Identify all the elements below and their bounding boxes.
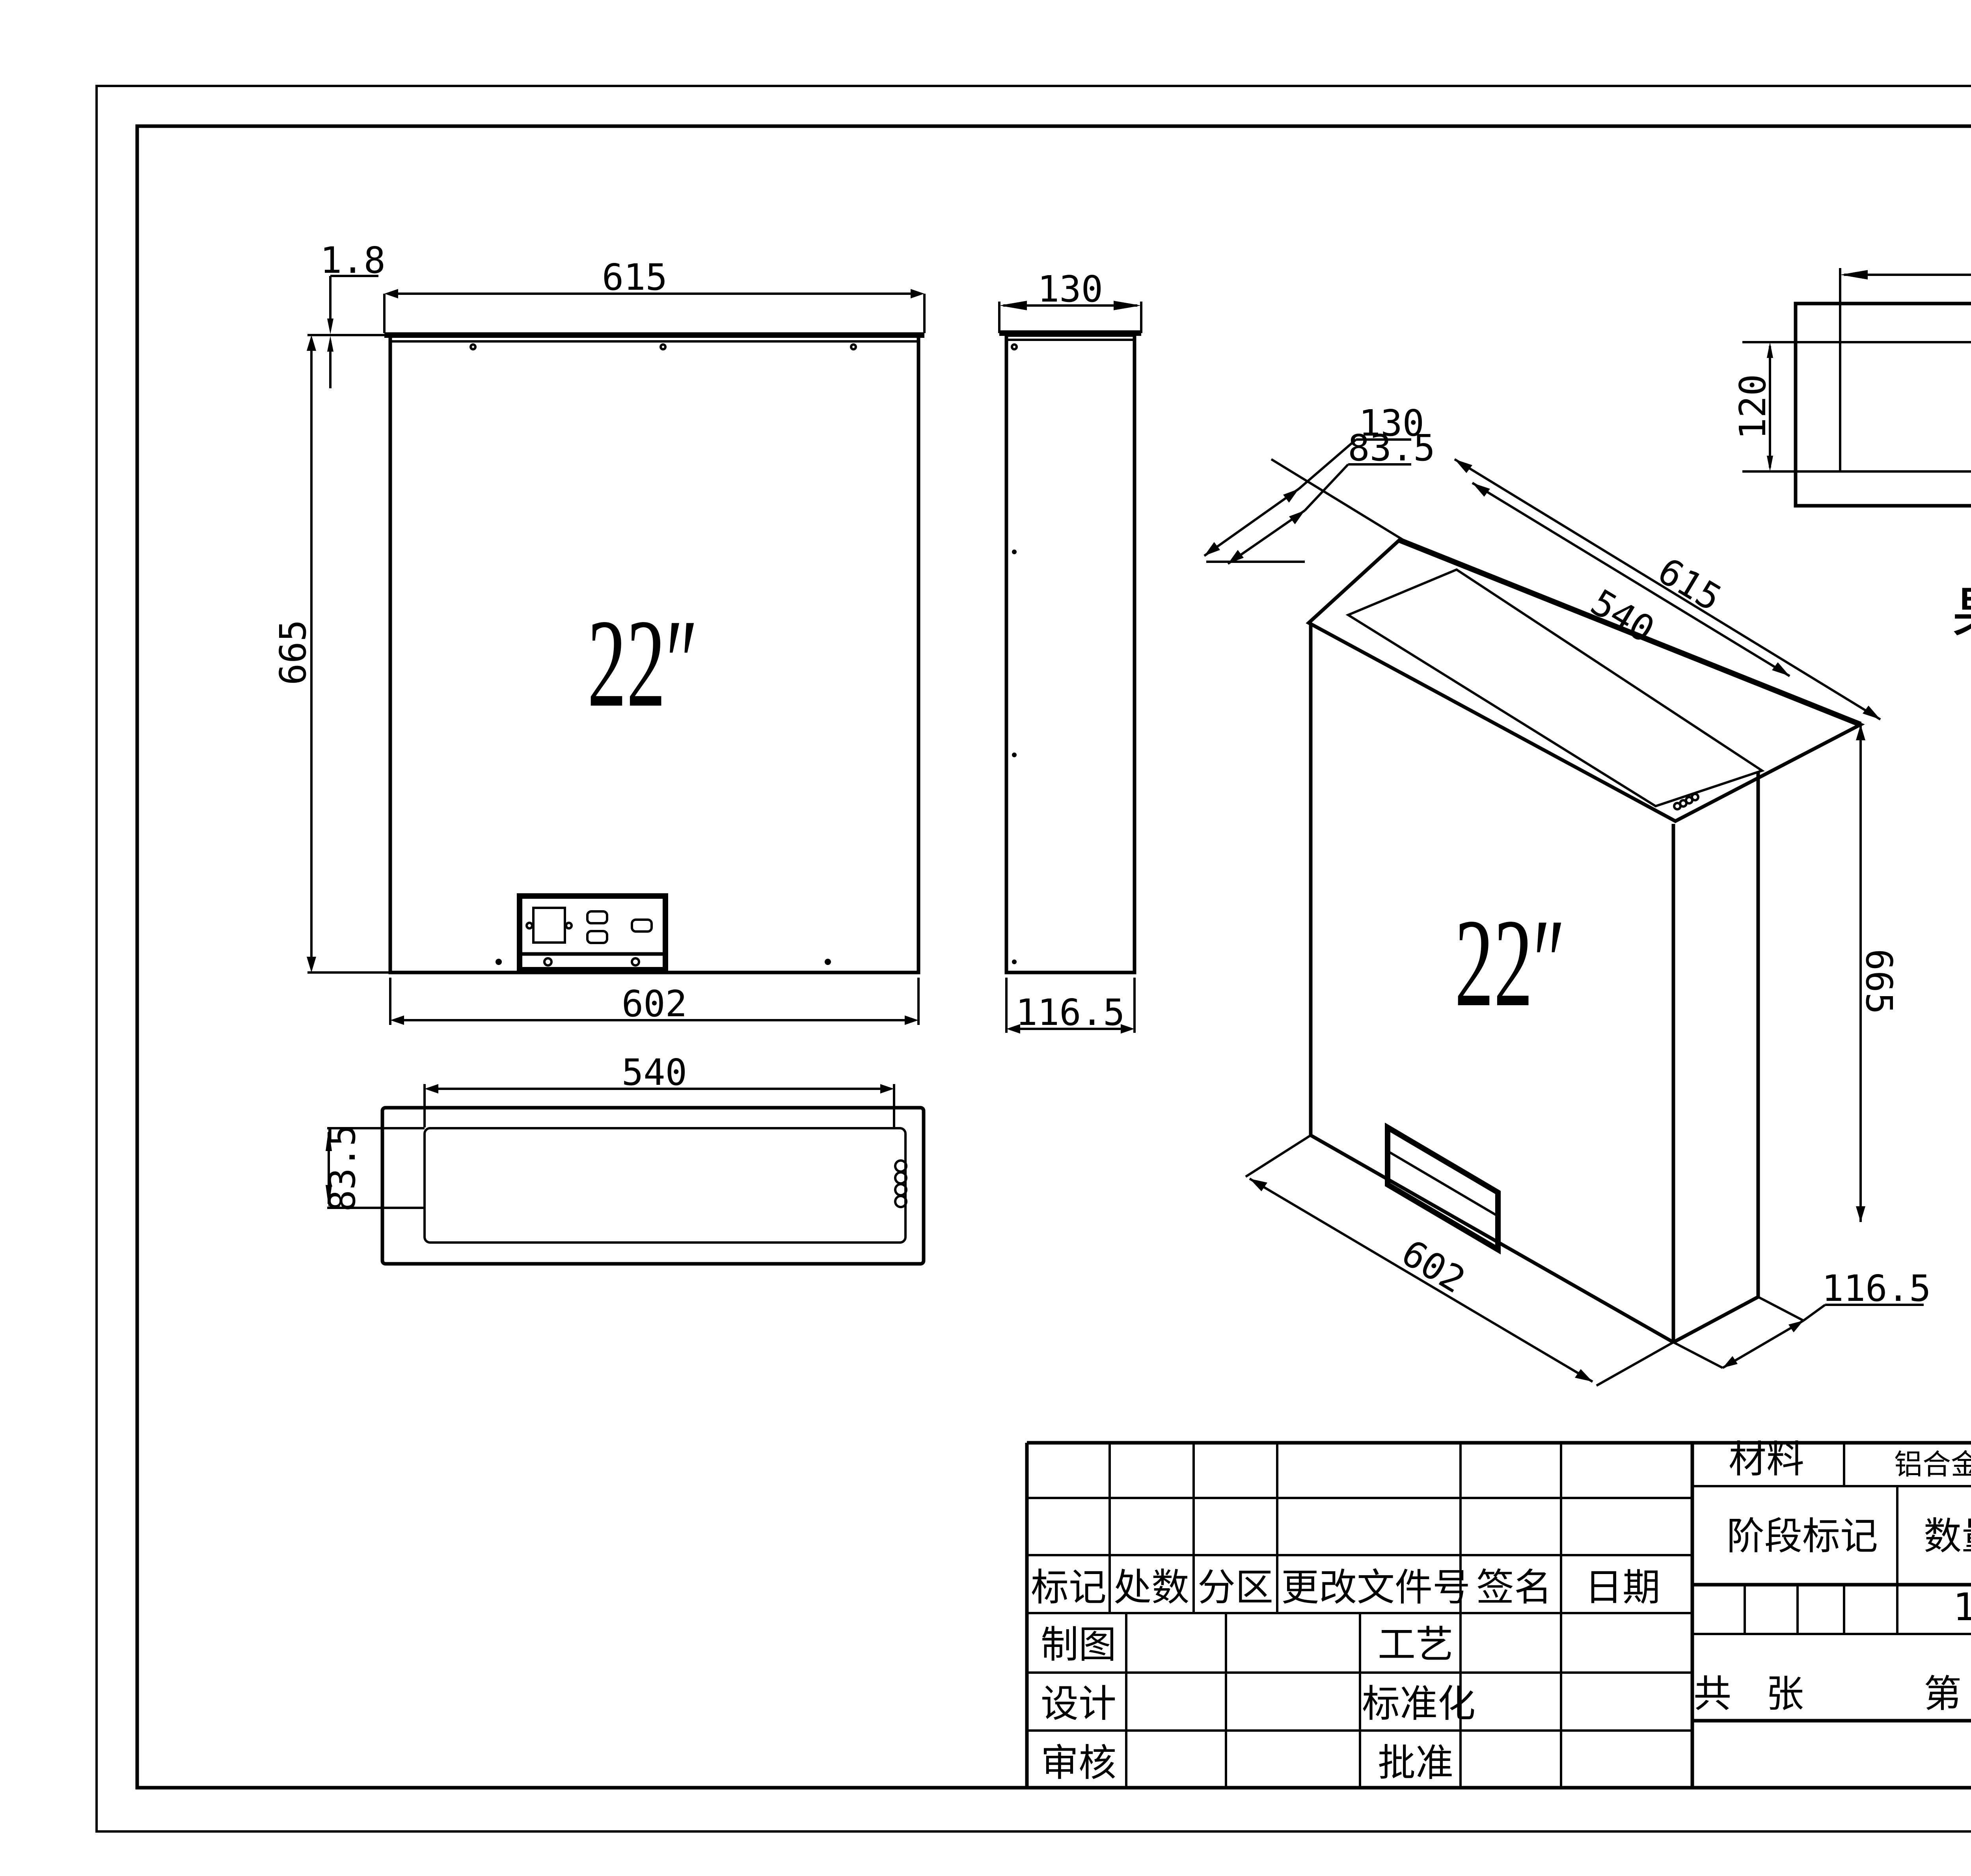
material-value: 铝合金 [1894,1448,1971,1481]
title-block: 标记 处数 分区 更改文件号 签名 日期 制图 工艺 设计 标准化 审核 批准 … [1025,1437,1971,1788]
dim-side-116-5: 116.5 [1016,991,1125,1034]
quantity-label: 数量 [1924,1514,1971,1558]
connector-panel [517,893,668,972]
approval-rows: 制图 工艺 设计 标准化 审核 批准 [1041,1623,1475,1785]
dim-iso-116-5: 116.5 [1822,1267,1931,1310]
stage-mark-label: 阶段标记 [1727,1514,1878,1558]
front-view: 22″ 615 665 1.8 [272,239,926,1025]
dim-front-1-8: 1.8 [320,239,386,281]
dim-cutout-120: 120 [1732,374,1774,440]
rev-header-count: 处数 [1114,1565,1189,1610]
approval-review-label: 审核 [1041,1741,1116,1785]
rev-header-signature: 签名 [1476,1565,1552,1610]
screen-size-label: 22″ [587,593,698,733]
isometric-view: 22″ 130 83.5 615 540 665 [1203,402,1931,1387]
outer-border [95,85,1971,1833]
quantity-value: 1 [1953,1585,1971,1629]
dim-front-665: 665 [272,620,314,685]
revision-header-row: 标记 处数 分区 更改文件号 签名 日期 [1031,1565,1660,1610]
rev-header-date: 日期 [1585,1565,1660,1610]
approval-approve-label: 批准 [1378,1741,1453,1785]
dim-iso-130: 130 [1359,402,1424,444]
dim-iso-665: 665 [1858,949,1900,1014]
desk-cutout-caption: 桌面开孔尺寸 [1951,569,1971,647]
approval-design-label: 设计 [1041,1682,1116,1726]
dim-side-130: 130 [1038,268,1103,310]
rev-header-change-doc: 更改文件号 [1281,1565,1470,1610]
iso-screen-size-label: 22″ [1455,893,1565,1033]
dim-iso-615: 615 [1651,550,1729,619]
side-view: 130 116.5 [998,268,1142,1034]
rev-header-mark: 标记 [1031,1565,1107,1610]
rev-header-zone: 分区 [1198,1565,1273,1610]
sheet-total-label: 共 [1693,1672,1731,1716]
approval-standard-label: 标准化 [1362,1682,1475,1726]
dim-front-602: 602 [622,983,687,1025]
approval-drawn-label: 制图 [1041,1623,1116,1667]
dim-top-540: 540 [622,1051,687,1094]
top-view: 540 83.5 [321,1051,926,1266]
inner-border [135,124,1971,1790]
dim-iso-602: 602 [1394,1231,1472,1301]
desk-cutout-view: 605 120 桌面开孔尺寸 [1732,268,1971,647]
dim-front-615: 615 [602,256,667,298]
dim-iso-83-5: 83.5 [1348,427,1435,469]
sheet-total-unit: 张 [1766,1672,1804,1716]
material-label: 材料 [1729,1437,1804,1481]
dim-top-83-5: 83.5 [321,1124,363,1212]
approval-process-label: 工艺 [1378,1623,1453,1667]
sheet-index-label: 第 [1924,1672,1962,1716]
